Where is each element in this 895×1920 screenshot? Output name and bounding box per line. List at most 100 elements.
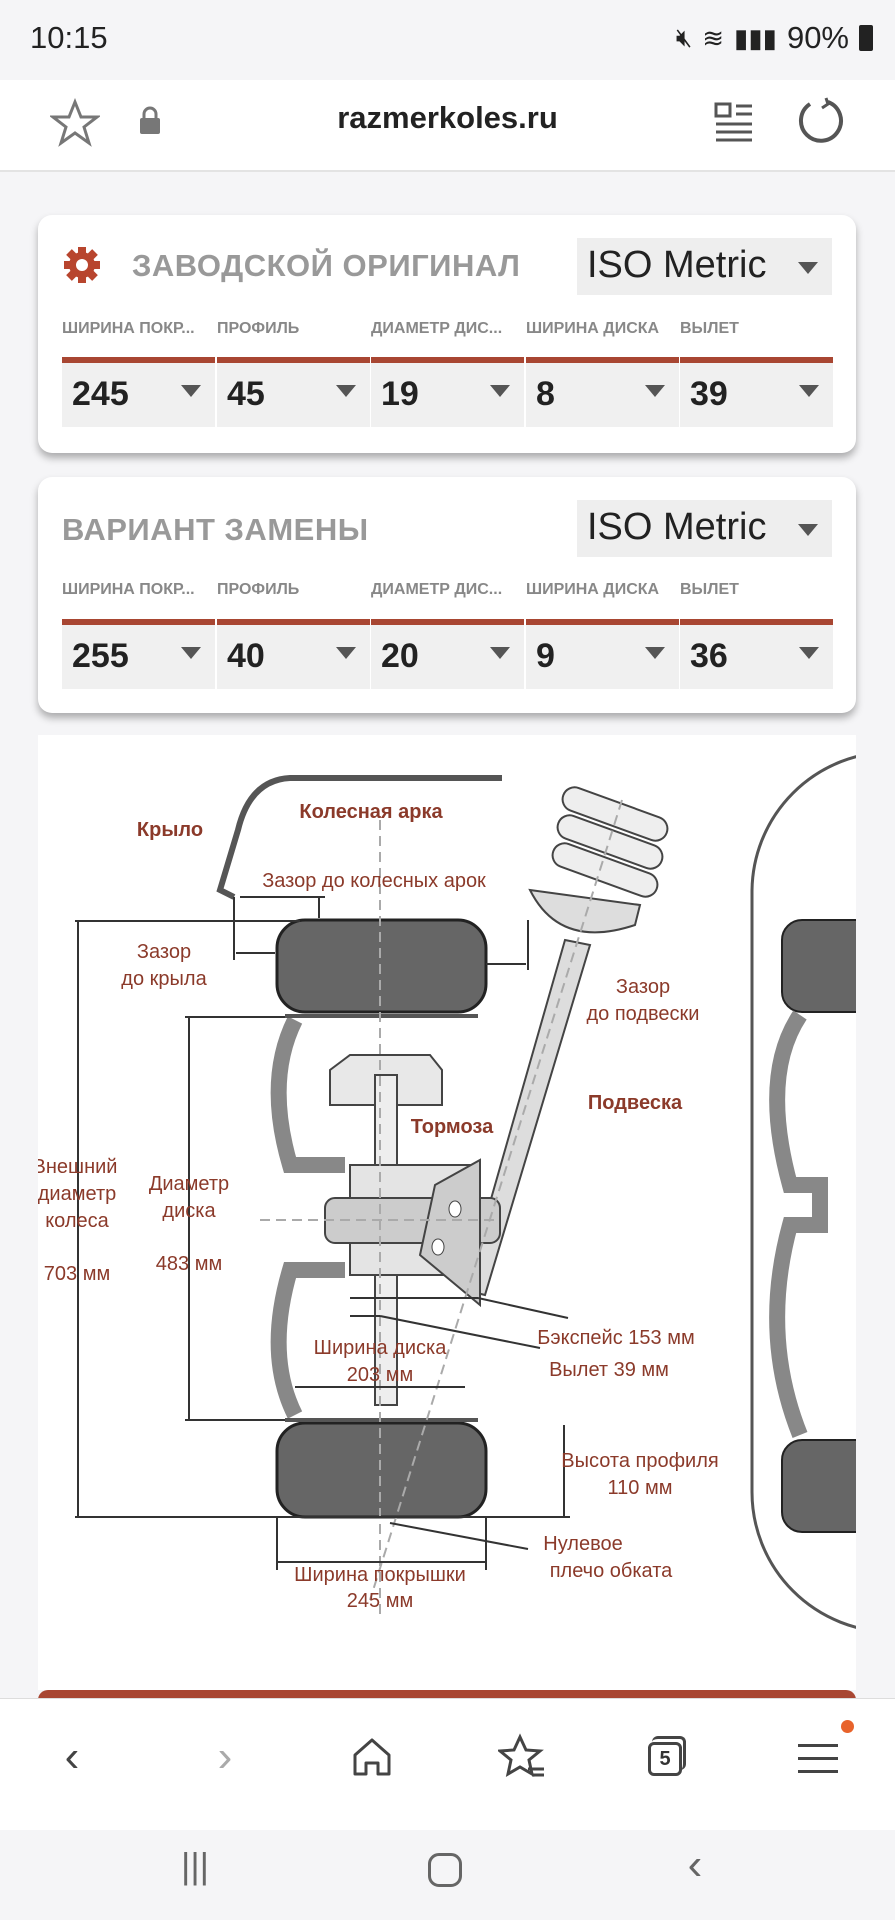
rim-width-value: 203 мм — [347, 1364, 413, 1386]
suspension-gap-label: до подвески — [587, 1003, 700, 1025]
rim-diameter-label: диска — [162, 1200, 216, 1222]
knuckle — [418, 1158, 481, 1308]
tire-width-label: Ширина покрышки — [294, 1564, 466, 1586]
tab-count: 5 — [648, 1742, 682, 1776]
notification-dot — [841, 1720, 854, 1733]
rim-width-select[interactable]: 8 — [526, 357, 679, 427]
gear-icon — [64, 247, 100, 283]
system-nav-bar — [0, 1830, 895, 1920]
original-title: ЗАВОДСКОЙ ОРИГИНАЛ — [132, 248, 521, 283]
url-bar — [0, 80, 895, 172]
column-label: ШИРИНА ДИСКА — [526, 320, 660, 337]
column-label: ШИРИНА ПОКР... — [62, 320, 195, 337]
chevron-down-icon — [336, 647, 356, 659]
chevron-down-icon — [336, 385, 356, 397]
wheel-arch-label: Колесная арка — [299, 801, 443, 823]
home-system-button[interactable] — [428, 1853, 462, 1887]
tire-width-select[interactable]: 255 — [62, 619, 215, 689]
rim-diameter-label: Диаметр — [149, 1173, 229, 1195]
fender-gap-label: до крыла — [121, 968, 207, 990]
dimension-lines — [75, 896, 570, 1570]
select-value: ISO Metric — [587, 244, 767, 286]
column-label: ВЫЛЕТ — [680, 581, 739, 598]
spring — [551, 786, 669, 898]
chevron-down-icon — [490, 385, 510, 397]
tire-width-select[interactable]: 245 — [62, 357, 215, 427]
sidewall-value: 110 мм — [608, 1477, 673, 1499]
replacement-title: ВАРИАНТ ЗАМЕНЫ — [62, 512, 369, 547]
chevron-left-icon: ‹ — [64, 1732, 80, 1781]
column-label: ШИРИНА ДИСКА — [526, 581, 660, 598]
column-label: ШИРИНА ПОКР... — [62, 581, 195, 598]
column-label: ДИАМЕТР ДИС... — [371, 320, 503, 337]
rim-width-label: Ширина диска — [314, 1337, 448, 1359]
suspension-gap-label: Зазор — [616, 976, 670, 998]
rim-width-select[interactable]: 9 — [526, 619, 679, 689]
fender-line — [216, 775, 502, 900]
rim-diameter-select[interactable]: 20 — [371, 619, 524, 689]
column-label: ДИАМЕТР ДИС... — [371, 581, 503, 598]
sidewall-label: Высота профиля — [561, 1450, 718, 1472]
battery-percent: 90% — [786, 20, 849, 55]
tire-bottom-right — [781, 1439, 856, 1533]
profile-select[interactable]: 45 — [217, 357, 370, 427]
signal-icon: ▮▮▮ — [734, 22, 777, 53]
home-icon[interactable] — [350, 1735, 394, 1779]
status-time: 10:15 — [30, 20, 108, 55]
offset-select[interactable]: 39 — [680, 357, 833, 427]
replacement-standard-select[interactable]: ISO Metric — [577, 500, 832, 557]
bookmarks-icon[interactable] — [498, 1733, 546, 1781]
lock-icon — [140, 106, 160, 134]
bookmark-star-icon[interactable] — [50, 98, 100, 148]
tabs-button[interactable]: 5 — [648, 1736, 688, 1776]
rim-diameter-value: 483 мм — [156, 1253, 222, 1275]
battery-icon — [859, 25, 873, 51]
offset-select[interactable]: 36 — [680, 619, 833, 689]
column-label: ПРОФИЛЬ — [217, 320, 300, 337]
menu-button[interactable] — [798, 1740, 838, 1773]
outer-diameter-label: колеса — [45, 1210, 109, 1232]
chevron-down-icon — [645, 385, 665, 397]
chevron-down-icon — [799, 385, 819, 397]
original-standard-select[interactable]: ISO Metric — [577, 238, 832, 295]
outer-diameter-label: диаметр — [38, 1183, 116, 1205]
wifi-icon: ≋ — [702, 22, 725, 53]
tire-bottom — [275, 1421, 488, 1519]
offset-label: Вылет 39 мм — [549, 1359, 669, 1381]
original-size-card: ЗАВОДСКОЙ ОРИГИНАЛ ISO Metric ШИРИНА ПОК… — [38, 215, 856, 453]
reader-mode-icon[interactable] — [712, 100, 756, 144]
reload-icon[interactable] — [796, 96, 846, 146]
wheel-fitment-diagram: Крыло Колесная арка Зазор до колесных ар… — [38, 735, 856, 1690]
mute-icon: 🔇︎ — [675, 22, 693, 52]
select-value: ISO Metric — [587, 506, 767, 548]
back-button[interactable]: ‹ — [42, 1732, 102, 1782]
tire-top-right — [781, 919, 856, 1013]
system-back-button[interactable]: ‹ — [687, 1840, 703, 1889]
suspension-label: Подвеска — [588, 1092, 683, 1114]
scrub-radius-label: плечо обката — [550, 1560, 673, 1582]
rim-right — [769, 1010, 828, 1438]
rim-diameter-select[interactable]: 19 — [371, 357, 524, 427]
diagram-svg: Крыло Колесная арка Зазор до колесных ар… — [38, 755, 856, 1629]
chevron-down-icon — [798, 524, 818, 536]
outer-diameter-value: 703 мм — [44, 1263, 110, 1285]
status-bar: 10:15 🔇︎ ≋ ▮▮▮ 90% — [0, 0, 895, 80]
forward-button[interactable]: › — [195, 1732, 255, 1782]
tire-top — [275, 918, 488, 1014]
backspace-label: Бэкспейс 153 мм — [537, 1327, 694, 1349]
replacement-size-card: ВАРИАНТ ЗАМЕНЫ ISO Metric ШИРИНА ПОКР...… — [38, 477, 856, 713]
chevron-down-icon — [798, 262, 818, 274]
fender-label: Крыло — [137, 819, 203, 841]
rim-spoke — [270, 1016, 345, 1419]
recent-apps-button[interactable]: ||| — [180, 1845, 210, 1886]
fender-gap-label: Зазор — [137, 941, 191, 963]
profile-select[interactable]: 40 — [217, 619, 370, 689]
column-label: ПРОФИЛЬ — [217, 581, 300, 598]
scrub-radius-label: Нулевое — [543, 1533, 622, 1555]
chevron-right-icon: › — [217, 1732, 233, 1781]
chevron-down-icon — [490, 647, 510, 659]
url-text[interactable]: razmerkoles.ru — [337, 100, 558, 135]
outer-diameter-label: Внешний — [38, 1156, 117, 1178]
spring-seat — [528, 888, 642, 934]
tire-width-value: 245 мм — [347, 1590, 413, 1612]
